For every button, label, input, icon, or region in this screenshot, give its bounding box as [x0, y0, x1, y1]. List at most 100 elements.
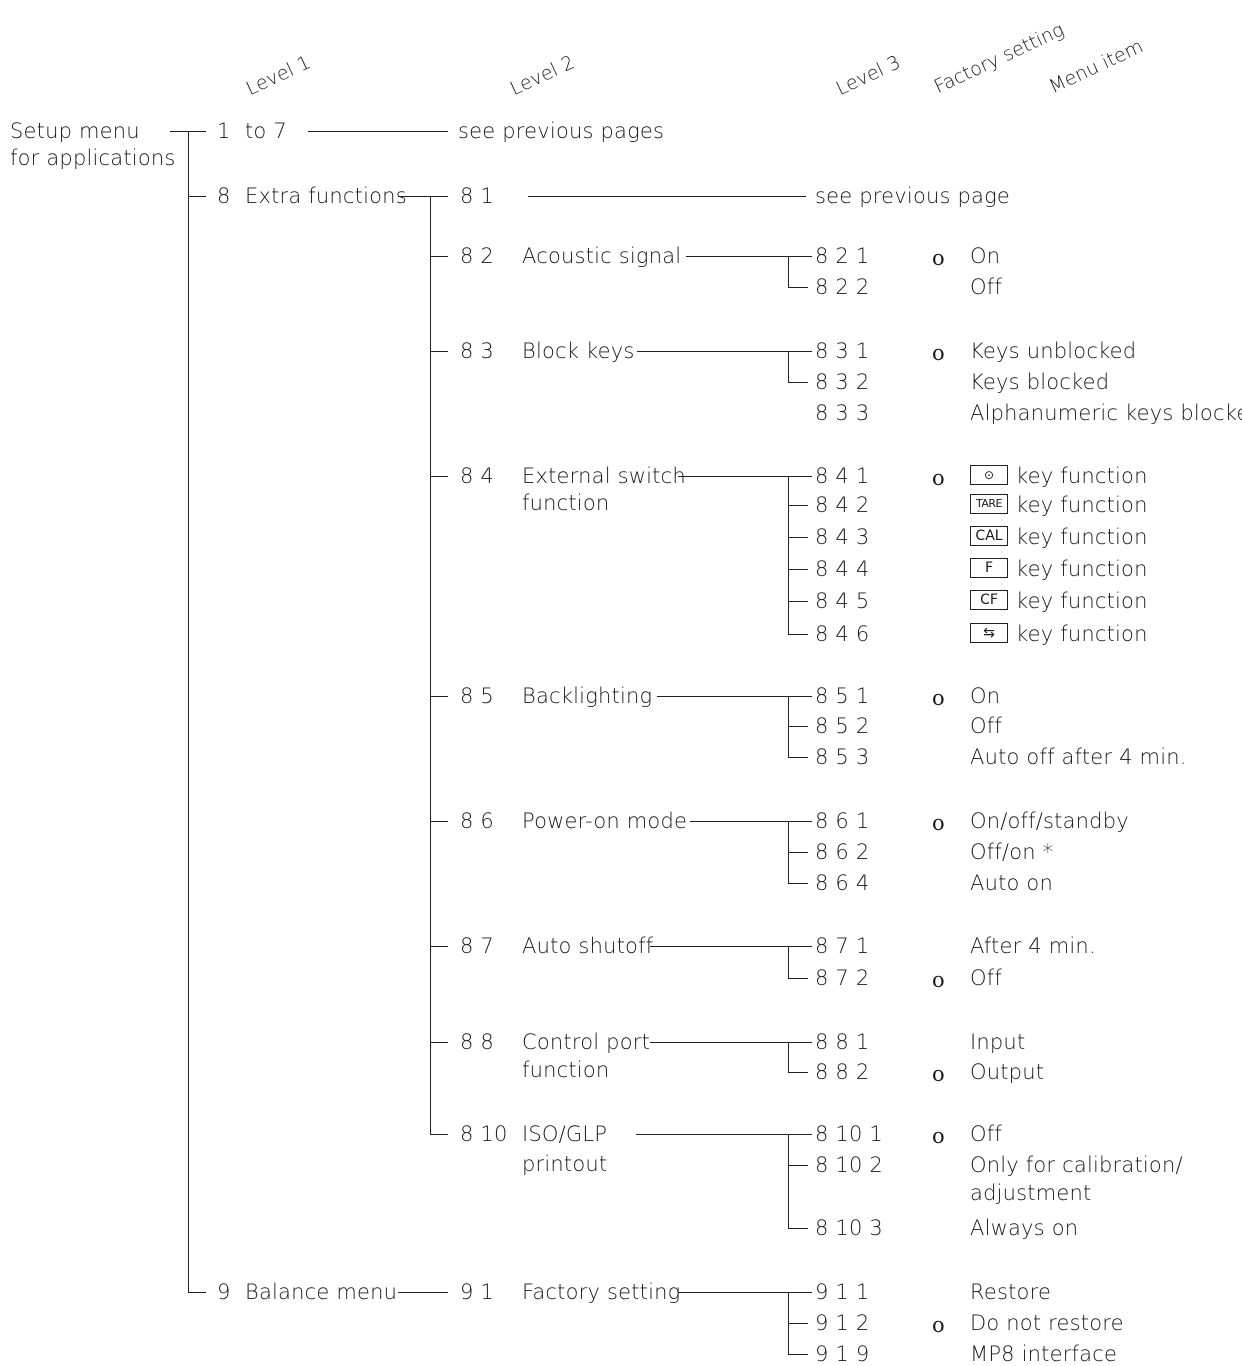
root-label-line1: Setup menu [10, 119, 140, 143]
level2-num-8-3: 8 3 [460, 339, 494, 363]
connector [788, 946, 790, 978]
menu-item: Input [970, 1030, 1026, 1054]
level3-code: 8 8 2 [815, 1060, 870, 1084]
connector [637, 351, 812, 353]
function-key-icon: F [970, 558, 1008, 578]
level2-label-block-keys: Block keys [522, 339, 635, 363]
connector [788, 287, 808, 289]
level2-trunk [430, 196, 432, 1134]
level2-num-8-10: 8 10 [460, 1122, 508, 1146]
connector [788, 852, 808, 854]
level2-num-9-1: 9 1 [460, 1280, 494, 1304]
level1-label-extra-functions: Extra functions [245, 184, 407, 208]
connector [430, 1042, 448, 1044]
level1-trunk [188, 131, 190, 1293]
menu-item: Restore [970, 1280, 1052, 1304]
connector [788, 726, 808, 728]
see-previous-page: see previous page [815, 184, 1011, 208]
menu-item: Off [970, 714, 1002, 738]
menu-item: Output [970, 1060, 1045, 1084]
connector [430, 946, 448, 948]
level3-code: 8 8 1 [815, 1030, 870, 1054]
connector [528, 196, 806, 198]
factory-setting-mark: o [932, 1313, 945, 1337]
menu-item-key-function: key function [1016, 464, 1148, 488]
menu-item: Off [970, 966, 1002, 990]
header-menu-item: Menu item [1045, 35, 1147, 98]
factory-setting-mark: o [932, 1124, 945, 1148]
level2-num-8-8: 8 8 [460, 1030, 494, 1054]
level3-code: 8 6 1 [815, 809, 870, 833]
level2-label-auto-shutoff: Auto shutoff [522, 934, 654, 958]
menu-item: Keys blocked [970, 370, 1110, 394]
factory-setting-mark: o [932, 341, 945, 365]
cal-key-icon: CAL [970, 526, 1008, 546]
level2-num-8-1: 8 1 [460, 184, 494, 208]
menu-item-key-function: key function [1016, 622, 1148, 646]
connector [636, 1134, 812, 1136]
connector [398, 196, 448, 198]
connector [788, 505, 808, 507]
level3-code: 8 4 3 [815, 525, 870, 549]
connector [657, 696, 812, 698]
menu-item: Only for calibration/ [970, 1153, 1183, 1177]
menu-item: Off/on * [970, 840, 1054, 864]
level2-num-8-6: 8 6 [460, 809, 494, 833]
connector [788, 634, 808, 636]
level3-code: 9 1 2 [815, 1311, 870, 1335]
connector [188, 196, 206, 198]
level3-code: 8 10 1 [815, 1122, 883, 1146]
connector [788, 1323, 808, 1325]
menu-item: Auto on [970, 871, 1053, 895]
menu-item: On/off/standby [970, 809, 1129, 833]
level1-num-8: 8 [217, 184, 231, 208]
connector [430, 1134, 448, 1136]
connector [788, 537, 808, 539]
level2-label-backlighting: Backlighting [522, 684, 653, 708]
level3-code: 8 2 2 [815, 275, 870, 299]
level3-code: 9 1 9 [815, 1342, 870, 1366]
level2-label-external-switch-line2: function [522, 491, 610, 515]
connector [650, 1042, 812, 1044]
connector [430, 351, 448, 353]
level1-num-1: 1 [217, 119, 231, 143]
level2-label-power-on-mode: Power-on mode [522, 809, 688, 833]
connector [430, 476, 448, 478]
level2-num-8-4: 8 4 [460, 464, 494, 488]
root-label-line2: for applications [10, 146, 176, 170]
factory-setting-mark: o [932, 466, 945, 490]
connector [788, 256, 790, 287]
level2-label-external-switch: External switch [522, 464, 686, 488]
menu-item-key-function: key function [1016, 493, 1148, 517]
level3-code: 8 4 1 [815, 464, 870, 488]
menu-item: MP8 interface [970, 1342, 1118, 1366]
connector [686, 256, 812, 258]
menu-item-key-function: key function [1016, 525, 1148, 549]
connector [430, 696, 448, 698]
factory-setting-mark: o [932, 811, 945, 835]
level1-label-balance-menu: Balance menu [245, 1280, 398, 1304]
connector [788, 978, 808, 980]
level2-label-control-port: Control port [522, 1030, 651, 1054]
connector [308, 131, 448, 133]
connector [788, 1072, 808, 1074]
level3-code: 9 1 1 [815, 1280, 870, 1304]
level3-code: 8 3 2 [815, 370, 870, 394]
factory-setting-mark: o [932, 968, 945, 992]
connector [788, 1228, 808, 1230]
connector [788, 382, 808, 384]
menu-item: Alphanumeric keys blocked [970, 401, 1242, 425]
toggle-key-icon: ⇆ [970, 623, 1008, 643]
level3-code: 8 7 1 [815, 934, 870, 958]
connector [188, 1292, 206, 1294]
menu-item-off: Off [970, 275, 1002, 299]
level3-code: 8 5 1 [815, 684, 870, 708]
level3-code: 8 3 1 [815, 339, 870, 363]
print-key-icon: ⊙ [970, 465, 1008, 485]
connector [788, 476, 790, 634]
connector [788, 1354, 808, 1356]
connector [690, 821, 812, 823]
level2-label-control-port-line2: function [522, 1058, 610, 1082]
menu-item-line2: adjustment [970, 1181, 1092, 1205]
